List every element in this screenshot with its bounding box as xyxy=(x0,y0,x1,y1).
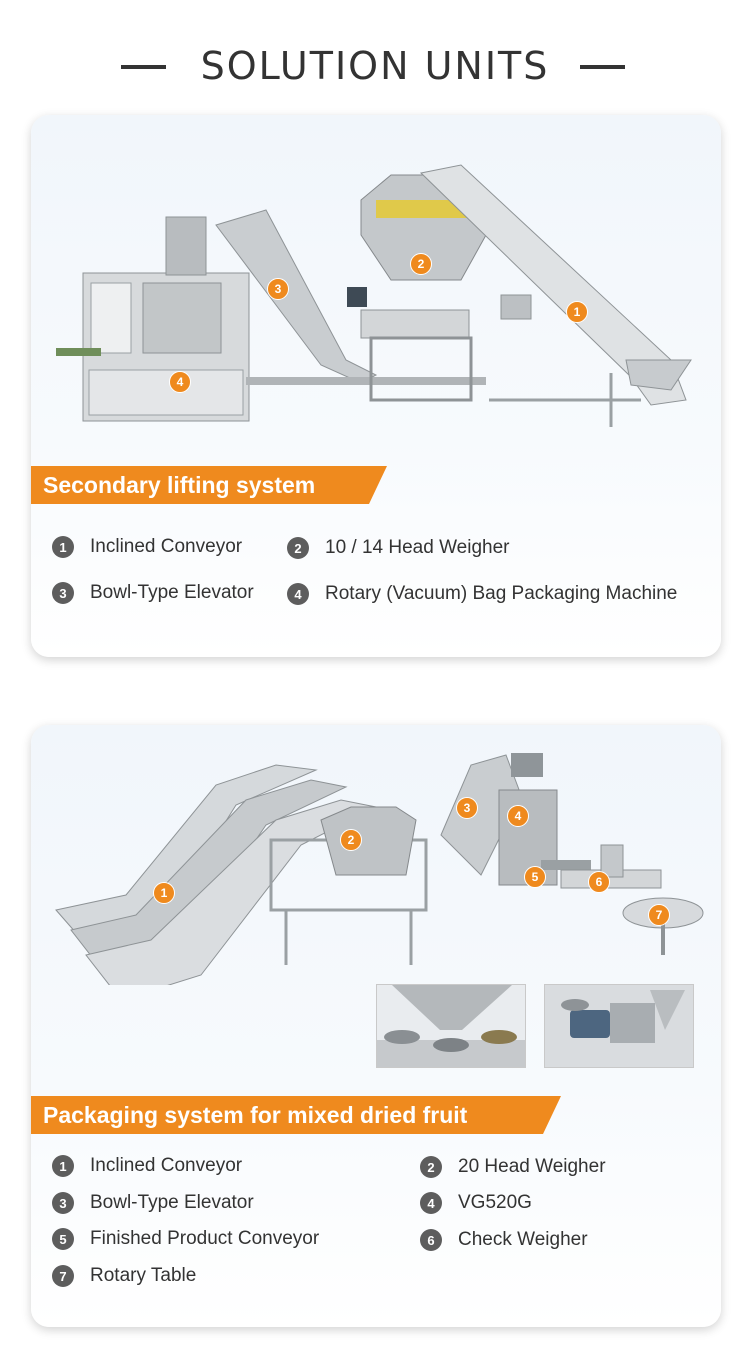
motor-detail-image xyxy=(544,984,694,1068)
section-header: SOLUTION UNITS xyxy=(0,40,750,90)
header-dash-left xyxy=(121,65,166,69)
section2-title: Packaging system for mixed dried fruit xyxy=(43,1102,468,1128)
list-item: 1 Inclined Conveyor xyxy=(52,536,242,558)
marker-4: 4 xyxy=(169,371,191,393)
number-badge: 6 xyxy=(420,1229,442,1251)
marker-6: 6 xyxy=(588,871,610,893)
section2-banner: Packaging system for mixed dried fruit xyxy=(31,1096,561,1134)
number-badge: 4 xyxy=(287,583,309,605)
item-label: Finished Product Conveyor xyxy=(90,1228,320,1249)
number-badge: 7 xyxy=(52,1265,74,1287)
header-dash-right xyxy=(580,65,625,69)
number-badge: 5 xyxy=(52,1228,74,1250)
marker-3: 3 xyxy=(267,278,289,300)
item-label: Bowl-Type Elevator xyxy=(90,582,254,603)
number-badge: 2 xyxy=(420,1156,442,1178)
list-item: 3 Bowl-Type Elevator xyxy=(52,582,254,604)
bowl-detail-image xyxy=(376,984,526,1068)
item-label: Rotary Table xyxy=(90,1265,197,1286)
marker-4: 4 xyxy=(507,805,529,827)
number-badge: 2 xyxy=(287,537,309,559)
marker-3: 3 xyxy=(456,797,478,819)
number-badge: 3 xyxy=(52,1192,74,1214)
list-item: 4 VG520G xyxy=(420,1192,532,1214)
list-item: 2 10 / 14 Head Weigher xyxy=(287,537,510,559)
section1-banner: Secondary lifting system xyxy=(31,466,387,504)
marker-7: 7 xyxy=(648,904,670,926)
list-item: 7 Rotary Table xyxy=(52,1265,196,1287)
item-label: Inclined Conveyor xyxy=(90,1155,243,1176)
machine-line-illustration xyxy=(55,753,704,985)
list-item: 5 Finished Product Conveyor xyxy=(52,1228,319,1250)
marker-1: 1 xyxy=(566,301,588,323)
marker-5: 5 xyxy=(524,866,546,888)
section1-title: Secondary lifting system xyxy=(43,472,316,498)
mixed-dried-fruit-card: 1 2 3 4 5 6 7 Packaging system for mixed… xyxy=(31,725,721,1327)
number-badge: 4 xyxy=(420,1192,442,1214)
number-badge: 1 xyxy=(52,536,74,558)
list-item: 6 Check Weigher xyxy=(420,1229,588,1251)
page-title: SOLUTION UNITS xyxy=(200,44,550,88)
list-item: 1 Inclined Conveyor xyxy=(52,1155,242,1177)
item-label: 20 Head Weigher xyxy=(458,1156,606,1177)
list-item: 2 20 Head Weigher xyxy=(420,1156,606,1178)
item-label: 10 / 14 Head Weigher xyxy=(325,537,510,558)
list-item: 4 Rotary (Vacuum) Bag Packaging Machine xyxy=(287,583,677,605)
marker-2: 2 xyxy=(410,253,432,275)
marker-1: 1 xyxy=(153,882,175,904)
item-label: Check Weigher xyxy=(458,1229,588,1250)
number-badge: 1 xyxy=(52,1155,74,1177)
item-label: Bowl-Type Elevator xyxy=(90,1192,254,1213)
banner-shape xyxy=(31,1096,561,1134)
secondary-lifting-card: 1 2 3 4 Secondary lifting system 1 Incli… xyxy=(31,115,721,657)
machine-line-illustration xyxy=(56,164,692,427)
item-label: Rotary (Vacuum) Bag Packaging Machine xyxy=(325,583,678,604)
item-label: VG520G xyxy=(458,1192,532,1213)
number-badge: 3 xyxy=(52,582,74,604)
list-item: 3 Bowl-Type Elevator xyxy=(52,1192,254,1214)
motor-detail-graphic xyxy=(545,985,693,1067)
banner-shape xyxy=(31,466,387,504)
marker-2: 2 xyxy=(340,829,362,851)
bowl-detail-graphic xyxy=(377,985,525,1067)
item-label: Inclined Conveyor xyxy=(90,536,243,557)
